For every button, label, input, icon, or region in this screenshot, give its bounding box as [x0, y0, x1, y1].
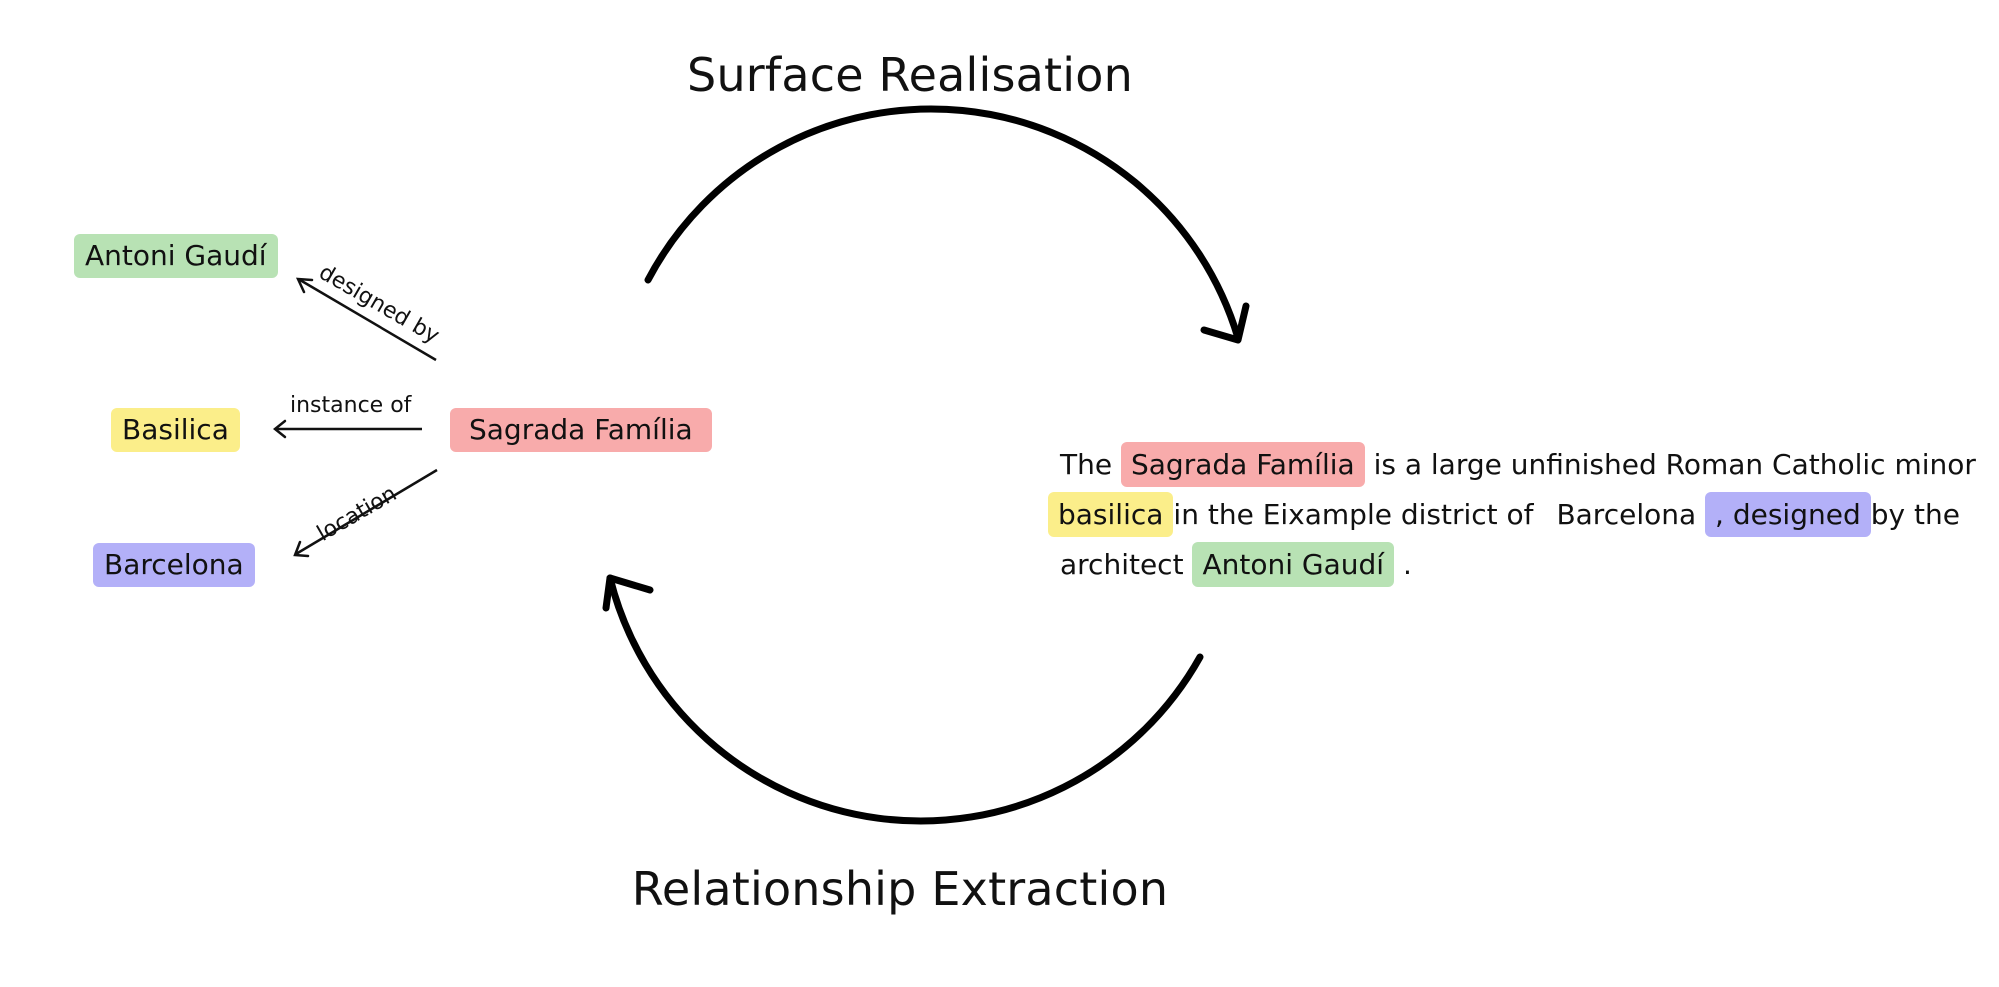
sentence-word: . — [1402, 548, 1412, 581]
relationship-extraction-arc-icon — [606, 574, 1204, 825]
designed-by-edge-icon — [299, 278, 437, 362]
edge-label-instance-of: instance of — [290, 393, 412, 418]
surface-realisation-arrowhead-icon — [1200, 302, 1250, 344]
entity-basilica: basilica — [1048, 492, 1174, 537]
entity-antoni-gaudi: Antoni Gaudí — [1192, 542, 1395, 587]
location-edge-icon — [295, 468, 438, 556]
node-sagrada-familia: Sagrada Família — [450, 408, 712, 452]
node-antoni-gaudi: Antoni Gaudí — [74, 234, 278, 278]
instance-of-arrowhead-icon — [272, 419, 287, 439]
sentence-word: architect — [1060, 548, 1184, 581]
location-arrowhead-icon — [293, 540, 310, 558]
generated-sentence: The Sagrada Família is a large unfinishe… — [1048, 440, 1990, 590]
entity-sagrada-familia: Sagrada Família — [1120, 442, 1365, 487]
entity-barcelona-text: Barcelona — [1556, 498, 1697, 531]
surface-realisation-arc-icon — [644, 105, 1242, 342]
relationship-extraction-arrowhead-icon — [602, 574, 654, 612]
node-barcelona: Barcelona — [93, 543, 255, 587]
sentence-word: in the Eixample district of — [1173, 498, 1534, 531]
node-basilica: Basilica — [111, 408, 240, 452]
sentence-word: The — [1060, 448, 1113, 481]
sentence-word: by the — [1870, 498, 1960, 531]
designed-by-arrowhead-icon — [295, 277, 314, 294]
surface-realisation-title: Surface Realisation — [687, 48, 1133, 102]
entity-designed: , designed — [1705, 492, 1871, 537]
relationship-extraction-title: Relationship Extraction — [631, 862, 1169, 916]
sentence-word: is a large unfinished Roman Catholic min… — [1373, 448, 1976, 481]
